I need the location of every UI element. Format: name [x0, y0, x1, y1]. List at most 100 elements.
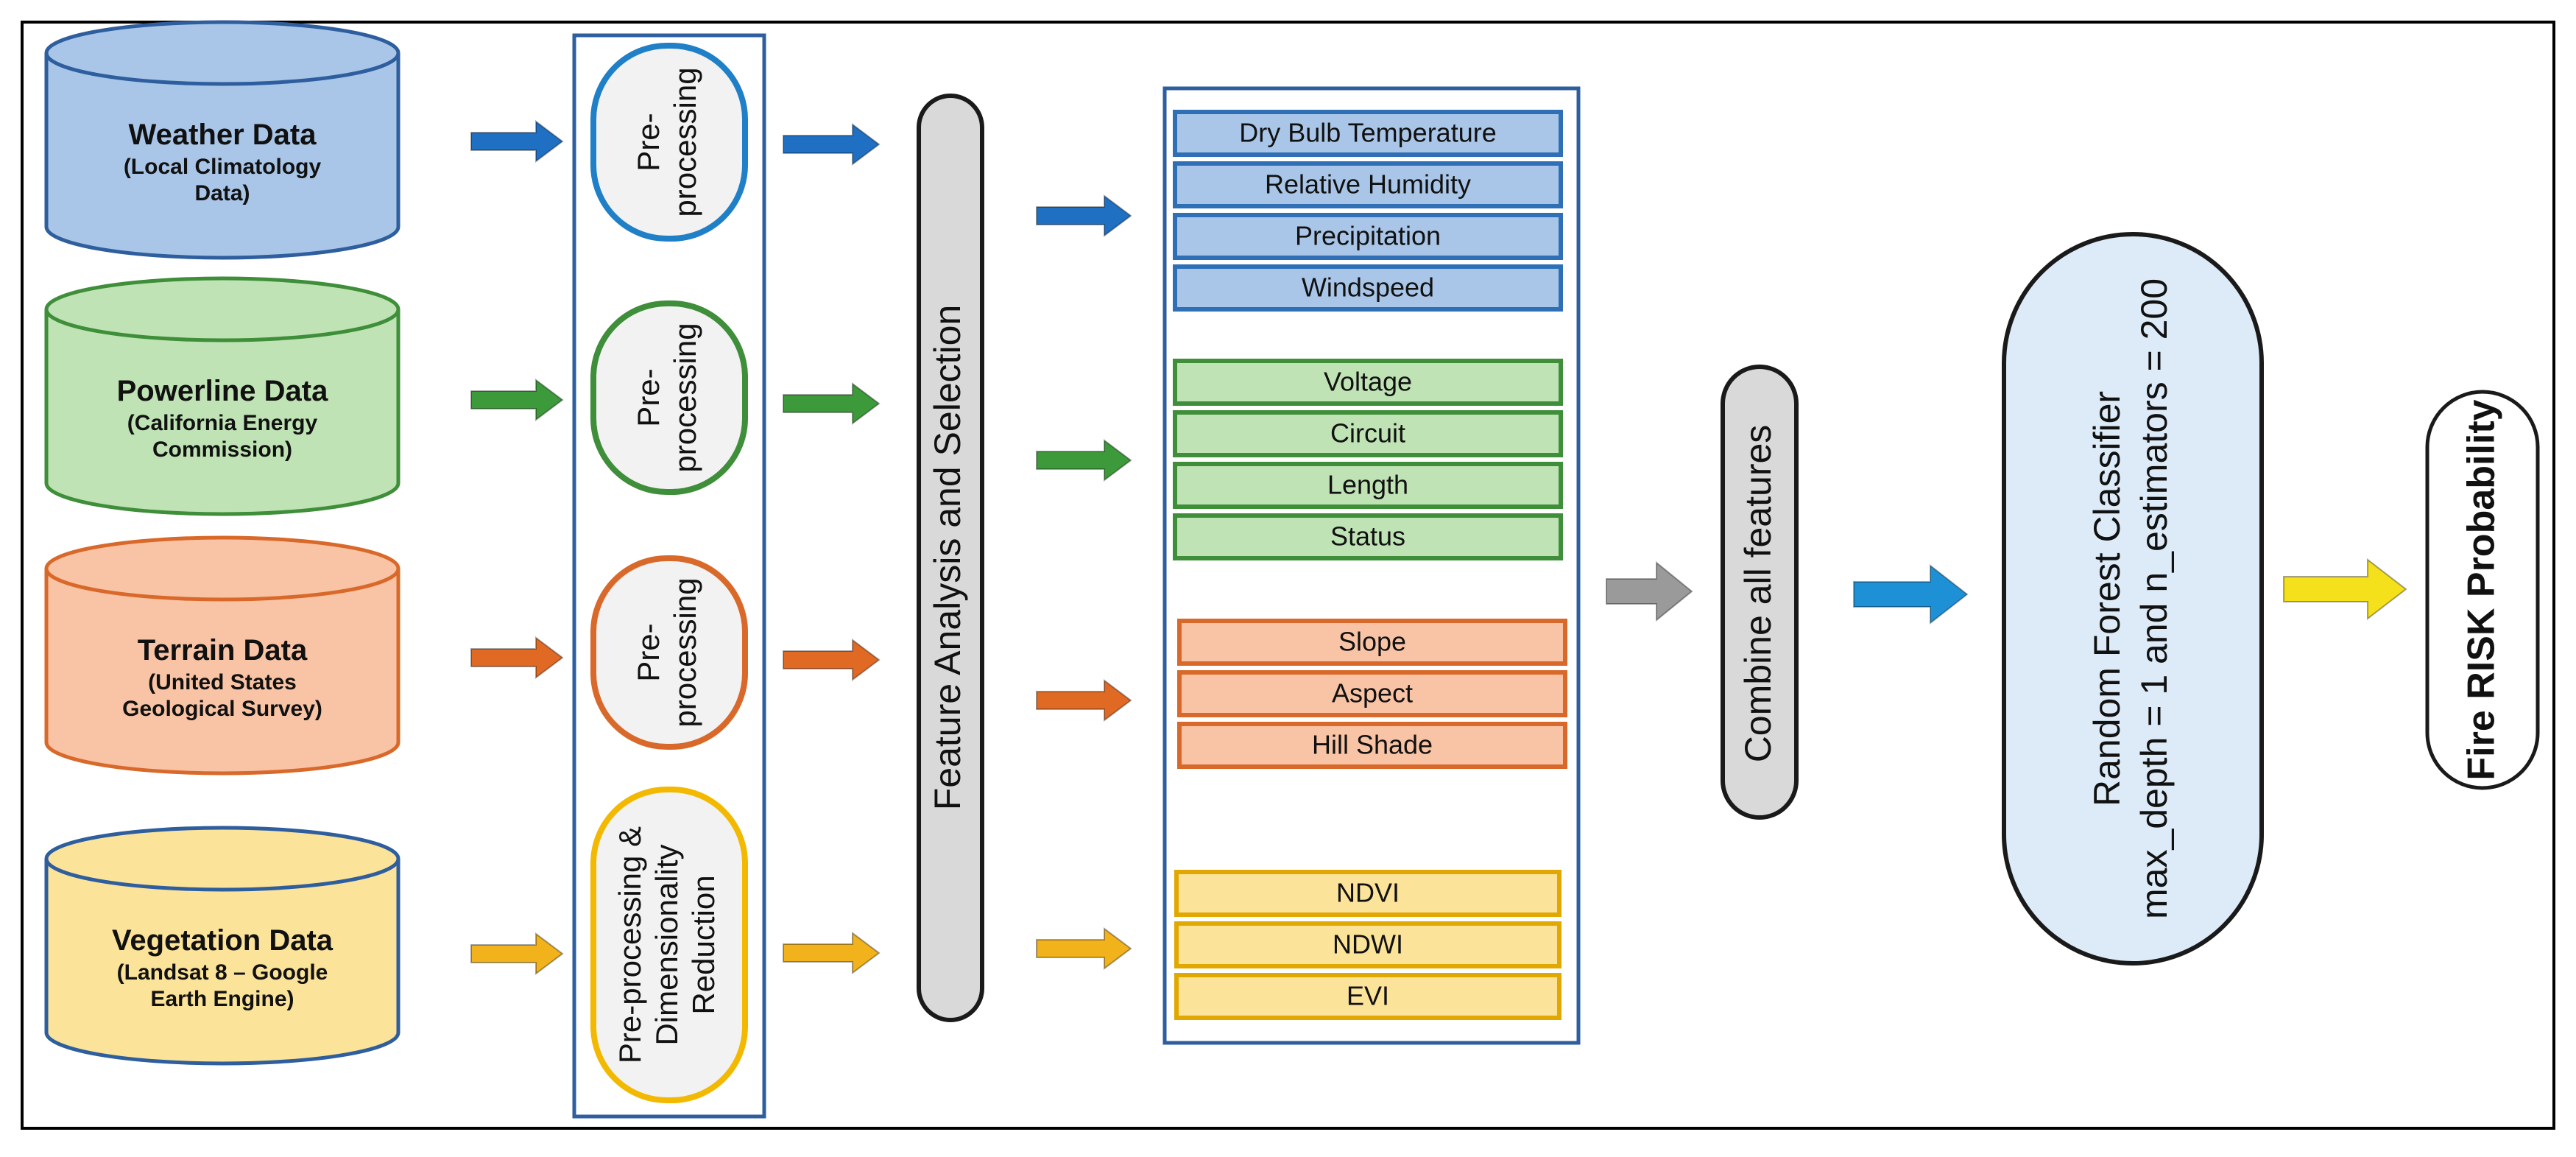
feature-label: Aspect [1332, 678, 1413, 708]
data-source-subtitle: (Landsat 8 – Google [117, 960, 328, 985]
preprocessing-stage: Pre-processing [590, 555, 748, 750]
preprocessing-pill [590, 787, 748, 1103]
preprocessing-stages: Pre-processingPre-processingPre-processi… [590, 43, 748, 1103]
feature-label: Status [1330, 521, 1405, 552]
feature-box [1173, 462, 1563, 509]
preprocessing-arrow [783, 382, 881, 425]
data-source-title: Terrain Data [138, 634, 308, 667]
combine-features-pill [1721, 365, 1799, 820]
feature-arrow [1036, 927, 1132, 970]
classifier-name: Random Forest Classifier [2086, 391, 2128, 806]
preprocessing-pill [590, 300, 748, 495]
feature-label: Windspeed [1302, 272, 1434, 303]
data-source-title: Powerline Data [117, 375, 329, 407]
combine-arrow [1606, 560, 1693, 622]
feature-label: EVI [1347, 981, 1389, 1011]
feature-group: NDVI NDWI EVI [1174, 870, 1562, 1020]
feature-box [1174, 921, 1562, 968]
preprocessing-label: processing [668, 323, 702, 472]
preprocessing-label: processing [668, 67, 702, 217]
cylinder-body [44, 309, 400, 516]
classifier-arrow [1853, 563, 1969, 625]
cylinder-body [44, 53, 400, 260]
feature-box [1174, 973, 1562, 1020]
data-source-subtitle: Commission) [152, 437, 292, 462]
feature-box [1173, 513, 1563, 560]
feature-label: Hill Shade [1312, 730, 1433, 760]
feature-label: Precipitation [1295, 221, 1441, 251]
preprocessing-label: Dimensionality [649, 844, 684, 1045]
feature-label: Voltage [1324, 367, 1412, 397]
data-source-subtitle: (United States [148, 670, 297, 694]
feature-box [1177, 722, 1567, 769]
feature-label: Relative Humidity [1265, 169, 1471, 200]
source-arrow [470, 379, 564, 421]
feature-box [1173, 110, 1563, 157]
data-source-subtitle: (Local Climatology [124, 155, 322, 179]
feature-box [1177, 670, 1567, 717]
cylinder-top [44, 535, 400, 602]
preprocessing-label: Pre- [631, 368, 666, 426]
data-source-subtitle: Data) [194, 181, 250, 205]
feature-arrow [1036, 679, 1132, 722]
feature-box [1174, 870, 1562, 917]
flow-arrows [470, 120, 2407, 975]
cylinder-top [44, 276, 400, 342]
classifier-pill [2002, 232, 2264, 966]
data-source-title: Vegetation Data [112, 924, 334, 957]
preprocessing-label: Reduction [686, 875, 721, 1014]
feature-box [1173, 359, 1563, 406]
combine-features-label: Combine all features [1737, 425, 1779, 763]
source-arrow [470, 120, 564, 163]
feature-label: NDWI [1333, 929, 1403, 960]
preprocessing-label: Pre-processing & [613, 826, 647, 1063]
feature-box [1173, 410, 1563, 457]
preprocessing-pill [590, 555, 748, 750]
data-source-subtitle: (California Energy [127, 411, 318, 435]
feature-box [1173, 161, 1563, 208]
feature-arrow [1036, 439, 1132, 482]
preprocessing-label: processing [668, 577, 702, 727]
preprocessing-arrow [783, 639, 881, 681]
feature-label: Dry Bulb Temperature [1239, 118, 1497, 148]
source-arrow [470, 636, 564, 679]
preprocessing-pill [590, 43, 748, 242]
features-container [1162, 86, 1581, 1045]
data-source-title: Weather Data [129, 119, 317, 151]
preprocessing-stage: Pre-processing [590, 300, 748, 495]
cylinder-top [44, 826, 400, 892]
preprocessing-arrow [783, 123, 881, 166]
data-source-subtitle: Geological Survey) [122, 697, 322, 721]
feature-selection-label: Feature Analysis and Selection [927, 305, 968, 811]
feature-arrow [1036, 194, 1132, 237]
preprocessing-stage: Pre-processing [590, 43, 748, 242]
feature-box [1173, 264, 1563, 312]
data-source-cylinder: Vegetation Data (Landsat 8 – GoogleEarth … [44, 826, 400, 1066]
cylinder-body [44, 859, 400, 1066]
cylinder-top [44, 20, 400, 86]
data-source-subtitle: Earth Engine) [150, 987, 294, 1011]
output-pill [2425, 390, 2540, 790]
data-source-cylinder: Powerline Data (California EnergyCommissi… [44, 276, 400, 516]
classifier-params: max_depth = 1 and n_estimators = 200 [2134, 278, 2175, 919]
preprocessing-arrow [783, 932, 881, 974]
preprocessing-label: Pre- [631, 113, 666, 171]
source-arrow [470, 932, 564, 975]
feature-label: Circuit [1330, 418, 1405, 449]
feature-box [1177, 619, 1567, 666]
output-arrow [2283, 558, 2407, 621]
cylinder-body [44, 569, 400, 776]
preprocessing-label: Pre- [631, 623, 666, 681]
feature-label: NDVI [1336, 878, 1400, 908]
feature-box [1173, 213, 1563, 260]
output-label: Fire RISK Probability [2460, 399, 2503, 780]
